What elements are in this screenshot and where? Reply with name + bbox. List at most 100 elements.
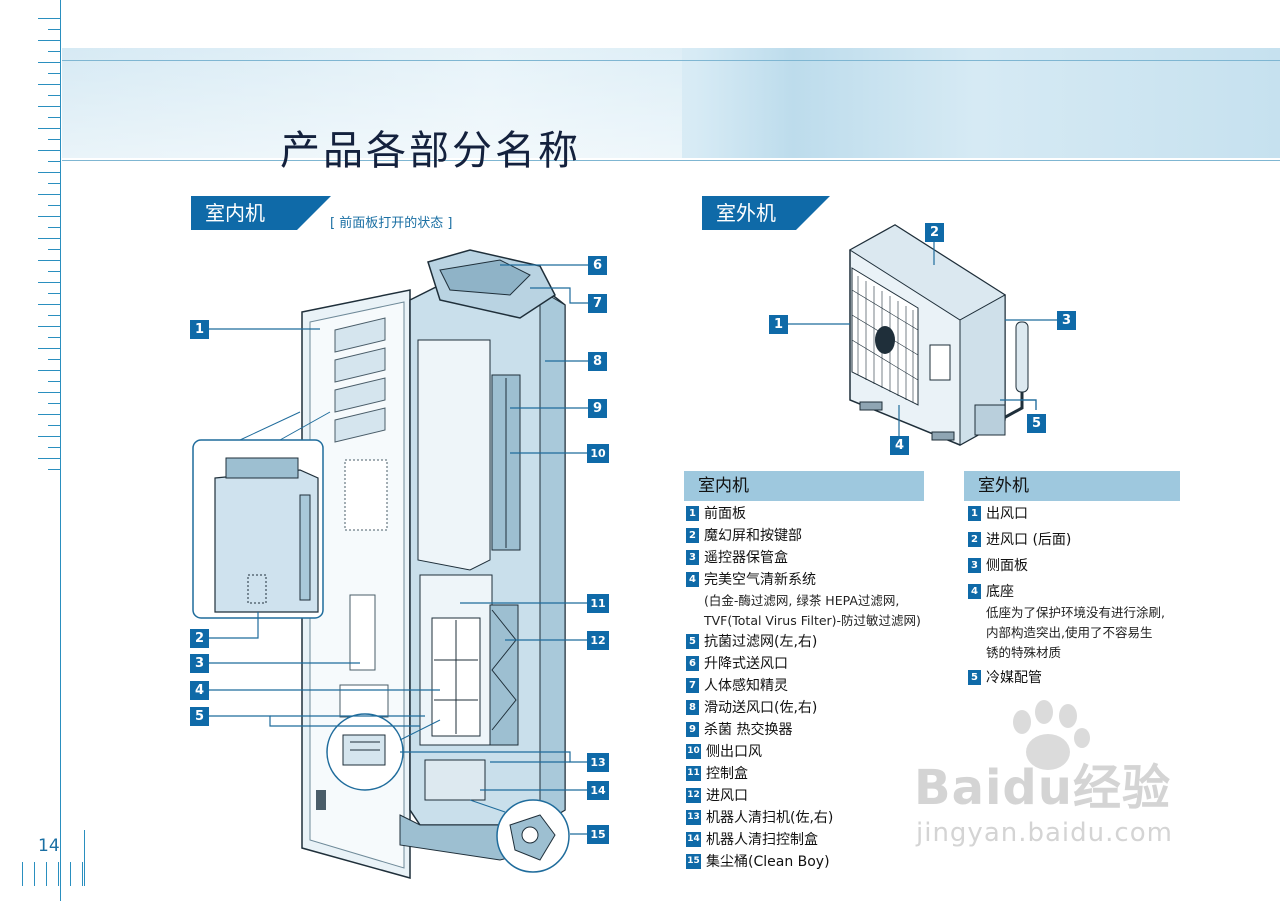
ruler-tick: [48, 29, 61, 30]
bottom-ruler-tick: [34, 862, 35, 886]
outdoor-tab: 室外机: [702, 196, 830, 230]
indoor-callout-11: 11: [587, 594, 609, 613]
bottom-ruler-tick: [82, 862, 83, 886]
ruler-tick: [38, 172, 61, 173]
ruler-tick: [38, 326, 61, 327]
ruler-tick: [38, 392, 61, 393]
left-ruler: [60, 0, 61, 901]
bottom-ruler-tick: [70, 862, 71, 886]
ruler-tick: [38, 414, 61, 415]
ruler-tick: [38, 18, 61, 19]
ruler-tick: [48, 359, 61, 360]
ruler-tick: [38, 106, 61, 107]
indoor-callout-4: 4: [190, 681, 209, 700]
ruler-tick: [48, 271, 61, 272]
legend-indoor-header: 室内机: [684, 471, 924, 501]
watermark-paw: [1013, 700, 1090, 770]
indoor-callout-6: 6: [588, 256, 607, 275]
bottom-ruler-tick: [58, 862, 59, 886]
ruler-tick: [48, 315, 61, 316]
legend-indoor-item4-desc-1: (白金-酶过滤网, 绿茶 HEPA过滤网,: [704, 593, 900, 608]
ruler-tick: [38, 260, 61, 261]
indoor-callout-8: 8: [588, 352, 607, 371]
legend-indoor-item4-desc-2: TVF(Total Virus Filter)-防过敏过滤网): [704, 613, 921, 628]
indoor-callout-7: 7: [588, 294, 607, 313]
bottom-ruler-tick: [22, 862, 23, 886]
legend-outdoor-item4-desc-1: 低座为了保护环境没有进行涂刷,: [986, 605, 1165, 620]
ruler-tick: [38, 194, 61, 195]
ruler-tick: [38, 216, 61, 217]
ruler-tick: [48, 403, 61, 404]
header-band: [62, 48, 1280, 158]
indoor-note: [ 前面板打开的状态 ]: [330, 216, 453, 231]
legend-outdoor-item4-desc-3: 锈的特殊材质: [986, 645, 1062, 660]
ruler-tick: [48, 51, 61, 52]
indoor-callout-9: 9: [588, 399, 607, 418]
indoor-callout-2: 2: [190, 629, 209, 648]
outdoor-callout-1: 1: [769, 315, 788, 334]
ruler-tick: [48, 117, 61, 118]
outdoor-callout-2: 2: [925, 223, 944, 242]
ruler-tick: [48, 447, 61, 448]
ruler-tick: [38, 62, 61, 63]
bottom-ruler-tick: [46, 862, 47, 886]
ruler-tick: [48, 337, 61, 338]
watermark-brand: Baidu经验: [914, 760, 1171, 816]
indoor-tab: 室内机: [191, 196, 331, 230]
ruler-tick: [38, 370, 61, 371]
header-line-top: [62, 60, 1280, 61]
ruler-tick: [48, 139, 61, 140]
indoor-callout-15: 15: [587, 825, 609, 844]
ruler-tick: [38, 458, 61, 459]
ruler-tick: [48, 95, 61, 96]
ruler-tick: [38, 436, 61, 437]
ruler-tick: [48, 381, 61, 382]
ruler-tick: [38, 238, 61, 239]
indoor-callout-12: 12: [587, 631, 609, 650]
watermark-url: jingyan.baidu.com: [916, 818, 1173, 848]
ruler-tick: [38, 304, 61, 305]
page-title: 产品各部分名称: [280, 128, 581, 174]
ruler-tick: [48, 183, 61, 184]
page-number-divider: [84, 830, 85, 886]
indoor-callout-5: 5: [190, 707, 209, 726]
indoor-callout-10: 10: [587, 444, 609, 463]
ruler-tick: [38, 128, 61, 129]
ruler-tick: [48, 293, 61, 294]
ruler-tick: [48, 425, 61, 426]
outdoor-callout-3: 3: [1057, 311, 1076, 330]
ruler-tick: [48, 73, 61, 74]
page-number: 14: [38, 836, 60, 856]
outdoor-callout-5: 5: [1027, 414, 1046, 433]
ruler-tick: [48, 249, 61, 250]
outdoor-callout-4: 4: [890, 436, 909, 455]
legend-outdoor-header: 室外机: [964, 471, 1180, 501]
indoor-callout-3: 3: [190, 654, 209, 673]
indoor-callout-13: 13: [587, 753, 609, 772]
indoor-unit-drawing: [192, 249, 588, 879]
ruler-tick: [38, 150, 61, 151]
